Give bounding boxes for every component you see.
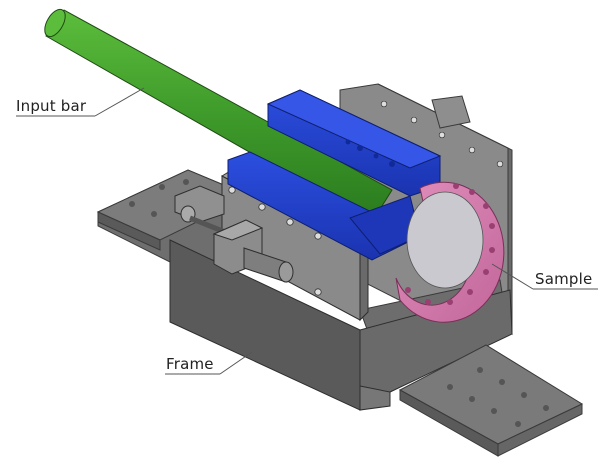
upper-clamp [266, 89, 442, 197]
label-frame: Frame [165, 351, 253, 375]
label-input-bar: Input bar [16, 87, 145, 117]
right-base-plate [398, 344, 584, 457]
sample-label: Sample [535, 270, 592, 288]
frame-label: Frame [166, 355, 214, 373]
sample-ring [395, 181, 505, 323]
lower-clamp [227, 151, 422, 261]
label-sample: Sample [491, 263, 598, 290]
input-bar-label: Input bar [16, 97, 87, 115]
adjustment-screw-assembly [174, 185, 294, 283]
